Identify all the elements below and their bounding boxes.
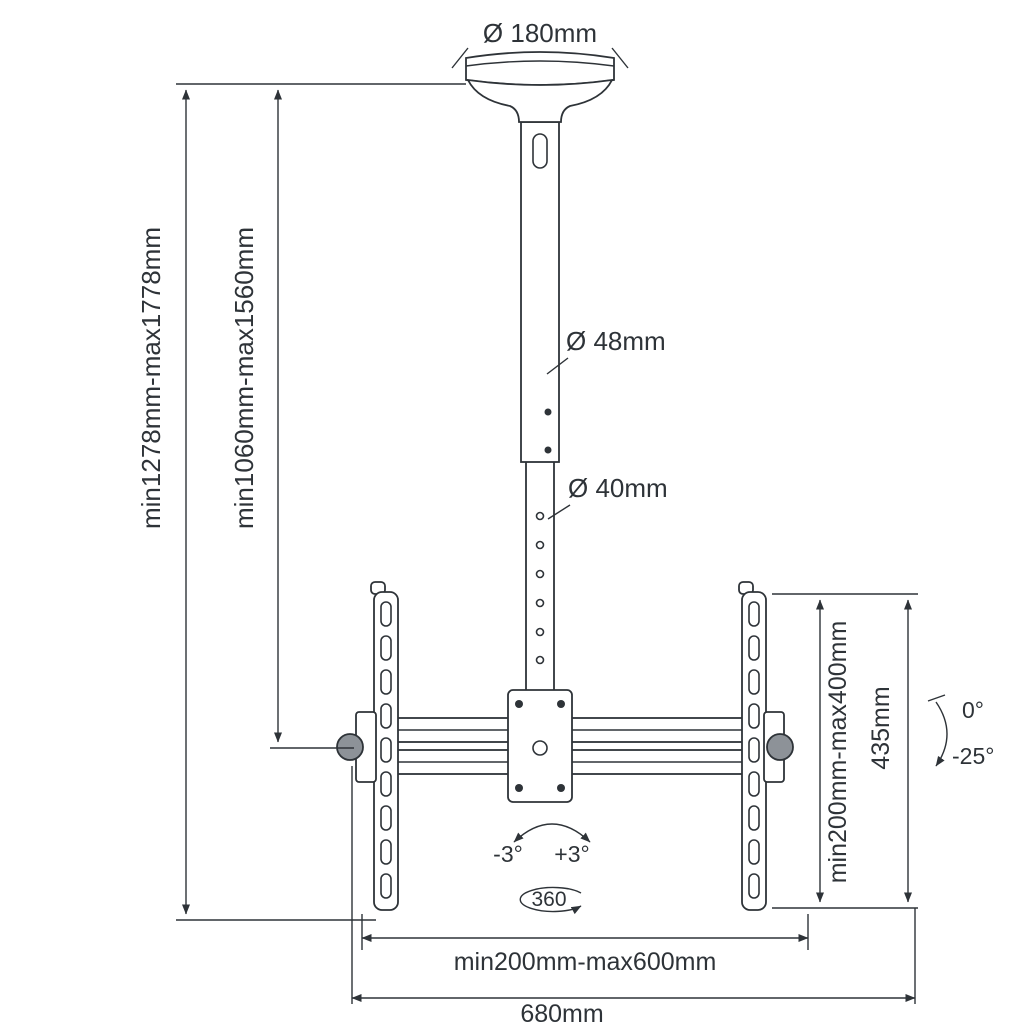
- vesa-slot: [748, 805, 760, 831]
- vesa-slot: [380, 635, 392, 661]
- vesa-slot: [748, 873, 760, 899]
- left-vesa-bracket: [336, 581, 399, 911]
- vesa-slot: [380, 839, 392, 865]
- right-vesa-bracket: [738, 581, 794, 911]
- vesa-slot: [748, 771, 760, 797]
- vesa-slot: [748, 737, 760, 763]
- vesa-slot: [380, 737, 392, 763]
- tilt-up-label: 0°: [962, 697, 984, 723]
- overall-width-label: 680mm: [520, 1000, 603, 1024]
- ceiling-plate-bell: [466, 78, 614, 123]
- dimensions: min1278mm-max1778mm min1060mm-max1560mm …: [136, 18, 994, 1024]
- ceiling-plate: [465, 51, 615, 123]
- upper-pole-diameter-label: Ø 48mm: [566, 326, 666, 356]
- upper-pole-tube: [520, 121, 560, 463]
- adjustment-hole: [535, 655, 545, 665]
- head-screw: [557, 784, 565, 792]
- dim-swivel-angle: -3° +3°: [493, 823, 591, 867]
- adjustment-hole: [535, 511, 545, 521]
- mount-drawing: [336, 51, 794, 911]
- tilt-zero-tick: [927, 694, 946, 702]
- vesa-slot: [380, 805, 392, 831]
- swivel-right-label: +3°: [554, 841, 589, 867]
- ceiling-plate-disc: [465, 51, 615, 86]
- vesa-slot: [380, 873, 392, 899]
- dim-tilt-angle: 0° -25°: [927, 694, 994, 769]
- vesa-slot: [380, 703, 392, 729]
- rotation-label: 360: [531, 888, 566, 911]
- vesa-slot: [380, 771, 392, 797]
- leader-line: [547, 504, 571, 520]
- dim-lower-pole-diameter: Ø 40mm: [547, 473, 668, 520]
- right-tilt-knob: [766, 733, 794, 761]
- lower-pole-diameter-label: Ø 40mm: [568, 473, 668, 503]
- rotation-ellipse-arrow: [519, 886, 582, 915]
- dim-rotation: 360: [519, 886, 582, 915]
- vesa-height-range-label: min200mm-max400mm: [824, 621, 852, 884]
- bracket-height-label: 435mm: [867, 686, 895, 769]
- height-to-arm-label: min1060mm-max1560mm: [229, 227, 259, 529]
- locking-screw: [544, 446, 552, 454]
- vesa-slot: [748, 669, 760, 695]
- vesa-slot: [380, 669, 392, 695]
- swivel-left-label: -3°: [493, 841, 523, 867]
- vesa-slot: [380, 601, 392, 627]
- vesa-slot: [748, 703, 760, 729]
- ceiling-plate-rim: [465, 60, 615, 67]
- tilt-head: [507, 689, 573, 803]
- head-screw: [515, 700, 523, 708]
- vesa-slot: [748, 601, 760, 627]
- head-screw: [515, 784, 523, 792]
- dim-height-to-arm: min1060mm-max1560mm: [229, 89, 354, 749]
- tilt-arc-arrow: [935, 701, 948, 767]
- vesa-slot: [748, 839, 760, 865]
- head-pivot: [532, 740, 548, 756]
- vesa-slot: [748, 635, 760, 661]
- leader-line: [546, 357, 569, 375]
- pole-slot: [532, 133, 548, 169]
- adjustment-hole: [535, 540, 545, 550]
- swivel-arc-arrow: [513, 823, 591, 843]
- dim-overall-width: 680mm: [351, 766, 916, 1024]
- tick-mark: [451, 47, 469, 69]
- dim-vesa-width: min200mm-max600mm: [361, 914, 809, 976]
- head-screw: [557, 700, 565, 708]
- tick-mark: [611, 47, 629, 69]
- top-diameter-label: Ø 180mm: [483, 18, 597, 48]
- locking-screw: [544, 408, 552, 416]
- upper-pole: [520, 121, 560, 463]
- dim-overall-height: min1278mm-max1778mm: [136, 83, 466, 921]
- lower-pole: [525, 454, 555, 701]
- adjustment-hole: [535, 598, 545, 608]
- overall-height-label: min1278mm-max1778mm: [136, 227, 166, 529]
- left-tilt-knob: [336, 733, 364, 761]
- dim-top-diameter: Ø 180mm: [451, 18, 629, 69]
- adjustment-hole: [535, 569, 545, 579]
- dim-vesa-height: min200mm-max400mm 435mm: [772, 593, 918, 909]
- adjustment-hole: [535, 627, 545, 637]
- dim-upper-pole-diameter: Ø 48mm: [546, 326, 666, 375]
- vesa-width-range-label: min200mm-max600mm: [454, 948, 717, 976]
- tilt-down-label: -25°: [952, 743, 994, 769]
